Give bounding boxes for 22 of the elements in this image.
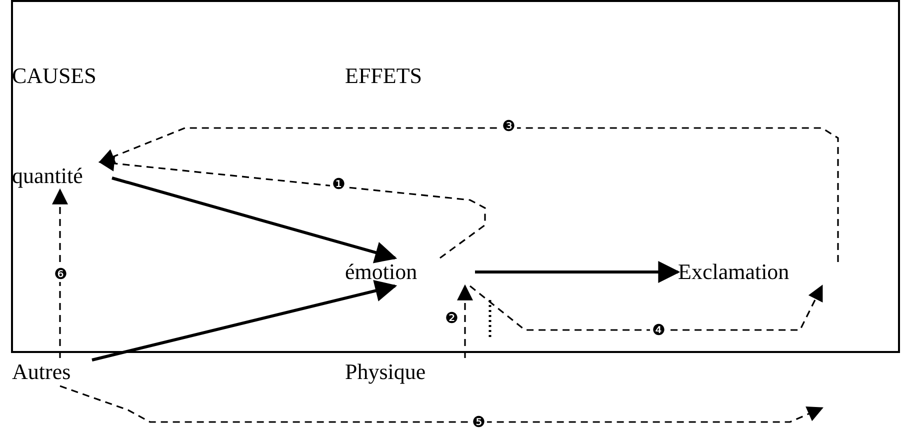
edge-label: ❹	[650, 322, 668, 338]
arrow	[112, 176, 398, 264]
node-label: Exclamation	[678, 258, 838, 286]
arrow	[98, 156, 486, 259]
edge-label: ❺	[470, 414, 488, 430]
edge-label: ❷	[443, 310, 460, 326]
arrow	[457, 284, 473, 358]
arrow	[60, 385, 824, 423]
edge-label: ❸	[500, 118, 518, 134]
node-label: Physique	[345, 358, 470, 386]
arrow	[98, 127, 839, 262]
arrow	[92, 280, 398, 362]
node-label: émotion	[345, 258, 475, 286]
edge-label: ❶	[330, 176, 348, 192]
column-heading: EFFETS	[345, 62, 422, 90]
column-heading: CAUSES	[12, 62, 96, 90]
node-label: Autres	[12, 358, 92, 386]
arrow	[470, 284, 823, 331]
node-label: quantité	[12, 162, 112, 190]
arrow	[52, 188, 68, 358]
arrow	[475, 261, 680, 283]
edge-label: ❻	[52, 266, 70, 282]
